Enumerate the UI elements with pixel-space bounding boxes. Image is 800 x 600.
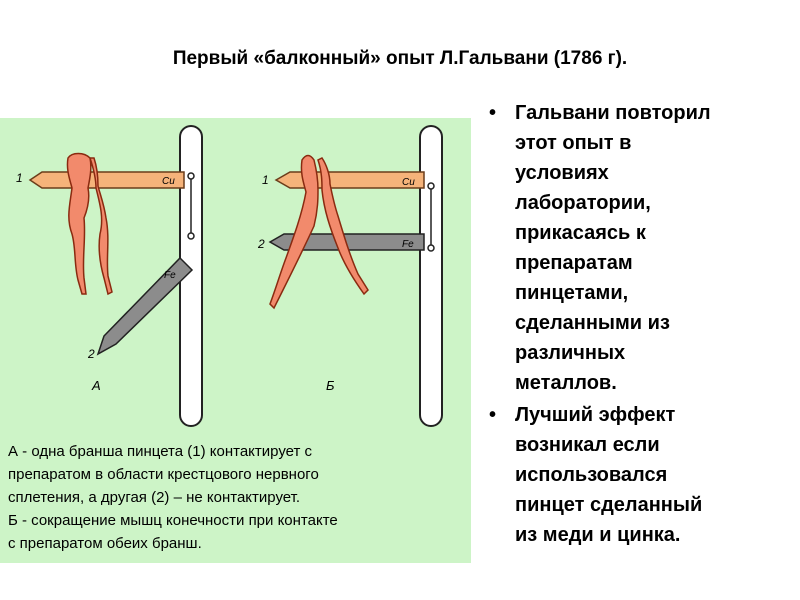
bullet-line: из меди и цинка. <box>515 524 681 546</box>
bullet-line: условиях <box>515 162 609 184</box>
bullet-dot-icon: • <box>489 404 497 426</box>
panel-a-label-1: 1 <box>16 171 23 185</box>
figure-caption: А - одна бранша пинцета (1) контактирует… <box>0 433 471 563</box>
bullet-line: лаборатории, <box>515 192 651 214</box>
panel-b-vertical-rod <box>419 125 443 427</box>
bullet-line: различных <box>515 342 626 364</box>
panel-b-frog-legs <box>269 154 369 310</box>
panel-b-label-1: 1 <box>262 173 269 187</box>
galvani-experiment-illustration: 1 2 Cu Fe А 1 2 Cu Fe Б <box>0 118 471 433</box>
bullet-line: возникал если <box>515 434 660 456</box>
caption-line: Б - сокращение мышц конечности при конта… <box>8 512 338 529</box>
bullet-item: • Лучший эффект возникал если использова… <box>485 400 795 550</box>
panel-b-fe-label: Fe <box>402 239 414 250</box>
panel-b-letter: Б <box>326 378 335 393</box>
panel-b-label-2: 2 <box>257 237 265 251</box>
panel-a-fe-label: Fe <box>164 270 176 281</box>
caption-line: с препаратом обеих бранш. <box>8 535 202 552</box>
bullet-line: металлов. <box>515 372 617 394</box>
bullet-dot-icon: • <box>489 102 497 124</box>
bullet-line: Лучший эффект <box>515 404 676 426</box>
bullet-list: • Гальвани повторил этот опыт в условиях… <box>485 98 795 550</box>
bullet-line: прикасаясь к <box>515 222 646 244</box>
bullet-line: препаратам <box>515 252 633 274</box>
bullet-line: пинцетами, <box>515 282 629 304</box>
caption-line: сплетения, а другая (2) – не контактируе… <box>8 489 301 506</box>
panel-a-iron-rod <box>96 256 194 356</box>
panel-b-cu-label: Cu <box>402 177 415 188</box>
bullet-item: • Гальвани повторил этот опыт в условиях… <box>485 98 795 398</box>
panel-a-copper-rod <box>28 171 185 189</box>
panel-a-label-2: 2 <box>87 347 95 361</box>
bullet-line: пинцет сделанный <box>515 494 703 516</box>
panel-a-letter: А <box>91 378 101 393</box>
bullet-line: сделанными из <box>515 312 670 334</box>
panel-a-cu-label: Cu <box>162 176 175 187</box>
slide-title: Первый «балконный» опыт Л.Гальвани (1786… <box>172 48 628 69</box>
bullet-line: этот опыт в <box>515 132 632 154</box>
bullet-line: Гальвани повторил <box>515 102 711 124</box>
panel-a-frog-legs <box>66 152 113 296</box>
bullet-line: использовался <box>515 464 668 486</box>
caption-line: препаратом в области крестцового нервног… <box>8 466 319 483</box>
illustration-svg: 1 2 Cu Fe А 1 2 Cu Fe Б <box>16 125 443 427</box>
caption-line: А - одна бранша пинцета (1) контактирует… <box>8 443 313 460</box>
